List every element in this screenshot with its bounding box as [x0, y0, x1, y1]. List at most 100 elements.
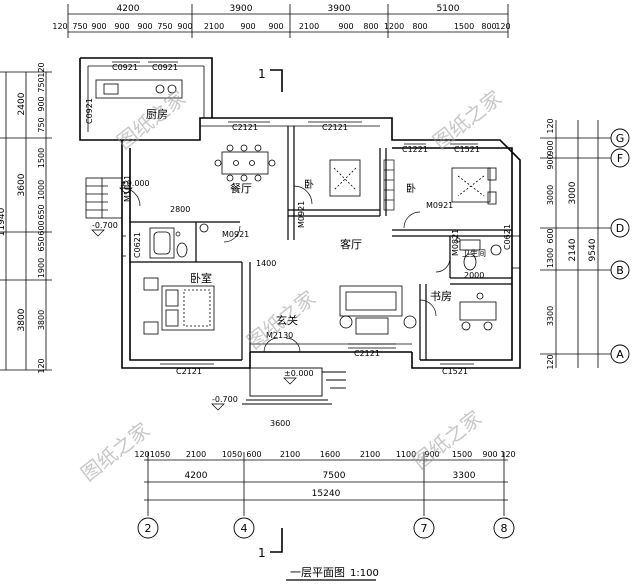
door-label: M0921: [297, 201, 306, 228]
right-dim: 2140: [568, 238, 578, 261]
window-label: C2121: [354, 349, 380, 358]
axis-bubble-a: A: [610, 344, 630, 364]
interior-dim: 1400: [256, 259, 276, 268]
title-text: 一层平面图: [290, 566, 345, 579]
level-mark: ±0.000: [284, 369, 314, 378]
window-label: C1521: [442, 367, 468, 376]
top-dim: 800: [481, 22, 496, 31]
right-dimension-lines: [540, 120, 612, 368]
left-dimension-row-2: 2400 3600 3800 11940: [0, 92, 27, 331]
window-label: C0621: [503, 224, 512, 250]
svg-text:G: G: [616, 132, 625, 145]
room-bedroom-left: 卧室: [190, 271, 212, 285]
top-dim: 800: [412, 22, 427, 31]
right-dim: 3000: [568, 181, 578, 204]
svg-text:8: 8: [501, 522, 508, 535]
left-dim: 3600: [17, 173, 27, 196]
top-dim: 900: [177, 22, 192, 31]
door-label: M0921: [426, 201, 453, 210]
section-mark-top: [270, 69, 283, 92]
axis-bubble-d: D: [610, 218, 630, 238]
level-mark: ±0.000: [120, 179, 150, 188]
toilet-icon: [459, 239, 502, 271]
bottom-dim: 7500: [323, 471, 346, 481]
left-dimension-lines: [0, 71, 52, 371]
left-dim: 900: [37, 96, 46, 111]
wardrobe-icon: [383, 159, 395, 211]
left-dim: 1900: [37, 258, 46, 278]
top-dim: 1500: [454, 22, 474, 31]
top-dim: 900: [338, 22, 353, 31]
windows: [112, 57, 520, 365]
top-dimension-lines: [67, 4, 509, 38]
level-mark: -0.700: [212, 395, 238, 404]
right-dim: 3300: [546, 306, 555, 326]
bottom-dimension-row-2: 4200 7500 3300 15240: [185, 471, 476, 499]
window-label: C0921: [85, 98, 94, 124]
section-label-top: 1: [258, 67, 266, 81]
top-dim: 750: [157, 22, 172, 31]
room-labels: 厨房 餐厅 客厅 卧室 卧 卧 书房 卫生间 玄关: [146, 108, 486, 327]
bottom-dim: 1050: [222, 450, 242, 459]
watermark: 图纸之家: [408, 406, 486, 474]
right-dim: 3000: [546, 185, 555, 205]
right-dim: 600: [546, 228, 555, 243]
left-dimension-row-1: 120 750 900 750 1500 1000 650 600 650 19…: [37, 62, 46, 373]
top-dim: 800: [363, 22, 378, 31]
room-bedroom-top: 卧: [304, 178, 314, 191]
desk-icon: [459, 292, 497, 331]
axis-bubble-8: 8: [493, 517, 515, 539]
door-swings: [121, 185, 451, 353]
bottom-dim: 3300: [453, 471, 476, 481]
scale-text: 1:100: [350, 568, 379, 579]
left-dim: 2400: [17, 92, 27, 115]
right-total-dim: 9540: [588, 238, 598, 261]
top-dim: 900: [268, 22, 283, 31]
left-dim: 750: [37, 117, 46, 132]
top-dim: 3900: [230, 4, 253, 14]
door-label: M0821: [451, 229, 460, 256]
top-dim: 120: [495, 22, 510, 31]
section-label-bottom: 1: [258, 546, 266, 560]
right-dim: 900: [546, 140, 555, 155]
interior-dim: 2800: [170, 205, 190, 214]
entrance-porch: [242, 367, 346, 405]
room-bath: 卫生间: [462, 248, 486, 258]
svg-text:7: 7: [421, 522, 428, 535]
top-dim: 750: [72, 22, 87, 31]
window-label: C0921: [112, 63, 138, 72]
top-dim: 2100: [299, 22, 319, 31]
top-dim: 120: [52, 22, 67, 31]
top-dim: 4200: [117, 4, 140, 14]
svg-text:A: A: [616, 348, 624, 361]
level-mark: -0.700: [92, 221, 118, 230]
bottom-dim: 4200: [185, 471, 208, 481]
top-dim: 900: [91, 22, 106, 31]
left-dim: 3800: [37, 310, 46, 330]
window-label: C0621: [133, 232, 142, 258]
room-living: 客厅: [340, 237, 362, 251]
top-dim: 900: [114, 22, 129, 31]
axis-bubble-g: G: [610, 128, 630, 148]
axis-bubble-f: F: [610, 148, 630, 168]
top-dim: 5100: [437, 4, 460, 14]
left-dim: 1000: [37, 180, 46, 200]
left-total-dim: 11940: [0, 207, 7, 236]
left-dim: 650: [37, 236, 46, 251]
left-dim: 650: [37, 204, 46, 219]
bottom-dim: 2100: [280, 450, 300, 459]
bottom-dim: 900: [482, 450, 497, 459]
room-dining: 餐厅: [230, 181, 252, 195]
side-steps: [85, 177, 123, 219]
right-axis-bubbles: G F D B A: [610, 128, 630, 364]
room-study: 书房: [430, 290, 452, 303]
bottom-dim: 1600: [320, 450, 340, 459]
right-dim: 900: [546, 154, 555, 169]
interior-dim: 3600: [270, 419, 290, 428]
window-label: C1521: [454, 145, 480, 154]
bed-icon: [143, 277, 215, 335]
top-dim: 3900: [328, 4, 351, 14]
bathtub-icon: [149, 223, 209, 259]
window-label: C2121: [322, 123, 348, 132]
